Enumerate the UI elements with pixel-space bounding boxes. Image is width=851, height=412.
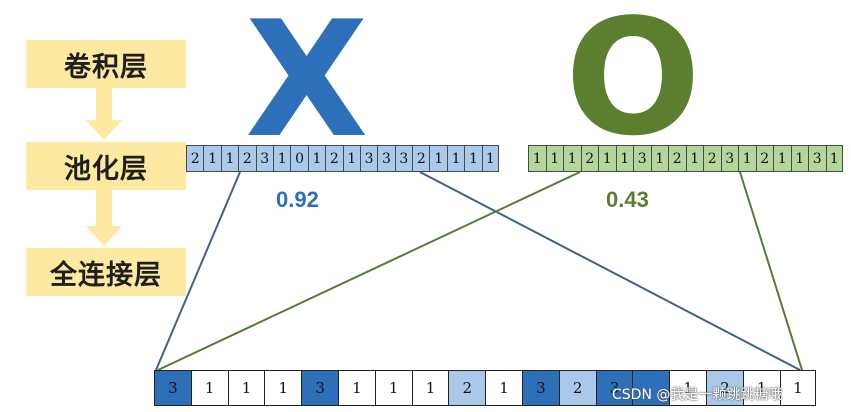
letter-x: X	[245, 0, 369, 173]
pool-x-cell: 1	[446, 145, 465, 172]
fc-cell: 3	[521, 370, 559, 406]
fc-cell: 3	[301, 370, 338, 406]
fc-cell: 1	[190, 370, 228, 406]
pool-o-cell: 1	[598, 145, 616, 172]
pool-o-cell: 2	[668, 145, 686, 172]
score-x: 0.92	[276, 187, 319, 212]
pool-o-cell: 1	[738, 145, 756, 172]
fc-cell: 1	[779, 370, 817, 406]
pool-x-cell: 3	[394, 145, 413, 172]
fc-cell: 1	[264, 370, 302, 406]
pool-o-cell: 1	[790, 145, 808, 172]
fc-cell: 1	[669, 370, 706, 406]
pool-o-cell: 1	[650, 145, 668, 172]
pool-x-cell: 0	[290, 145, 308, 172]
pool-x-cell: 1	[307, 145, 326, 172]
pool-o-cell: 3	[633, 145, 651, 172]
fc-cell: 1	[742, 370, 780, 406]
fc-cell: 1	[485, 370, 522, 406]
fc-cell: 3	[595, 370, 633, 406]
pool-o-cell: 1	[825, 145, 843, 172]
pool-o-cell: 3	[808, 145, 826, 172]
pool-o-cell: 1	[685, 145, 703, 172]
pool-o-cell: 3	[720, 145, 738, 172]
pool-o-cell: 1	[563, 145, 581, 172]
letter-o: O	[565, 0, 702, 171]
o-right-connector	[739, 171, 803, 371]
pool-o-cell: 2	[755, 145, 773, 172]
pool-layer-label: 池化层	[26, 142, 186, 190]
pool-x-cell: 1	[203, 145, 221, 172]
pool-o-cell: 1	[528, 145, 546, 172]
x-left-connector	[155, 171, 241, 371]
fc-cell: 1	[337, 370, 375, 406]
fc-cell: 3	[154, 370, 191, 406]
pool-x-cell: 1	[272, 145, 291, 172]
pool-x-cell: 3	[255, 145, 273, 172]
pool-o-cell: 1	[615, 145, 633, 172]
fc-cell	[632, 370, 670, 406]
pool-x-cell: 2	[412, 145, 430, 172]
pool-x-cell: 2	[186, 145, 204, 172]
pool-o-cell: 1	[545, 145, 563, 172]
pool-x-cell: 1	[220, 145, 239, 172]
pool-x-cell: 3	[377, 145, 395, 172]
pool-x-cell: 3	[359, 145, 378, 172]
fc-cell: 2	[705, 370, 743, 406]
pool-x-cell: 1	[429, 145, 447, 172]
score-o: 0.43	[606, 187, 649, 212]
fc-cell: 1	[227, 370, 265, 406]
pool-x-cell: 1	[342, 145, 360, 172]
pool-o-cell: 2	[703, 145, 721, 172]
fc-cell: 2	[558, 370, 596, 406]
conv-layer-label: 卷积层	[26, 40, 186, 88]
fc-cell: 1	[374, 370, 412, 406]
fc-cell: 1	[411, 370, 449, 406]
o-left-connector	[157, 171, 581, 371]
down-arrow-1	[86, 88, 122, 140]
pool-x-cell: 2	[325, 145, 343, 172]
x-right-connector	[419, 171, 801, 371]
pool-x-cell: 1	[464, 145, 482, 172]
fc-layer-label: 全连接层	[26, 248, 186, 296]
watermark: CSDN @我是一颗跳跳糖哦	[612, 387, 783, 403]
pool-o-cell: 1	[773, 145, 791, 172]
down-arrow-2	[86, 190, 122, 246]
pool-o-cell: 2	[580, 145, 598, 172]
pool-x-cell: 1	[481, 145, 500, 172]
pool-x-cell: 2	[238, 145, 256, 172]
fc-cell: 2	[448, 370, 486, 406]
